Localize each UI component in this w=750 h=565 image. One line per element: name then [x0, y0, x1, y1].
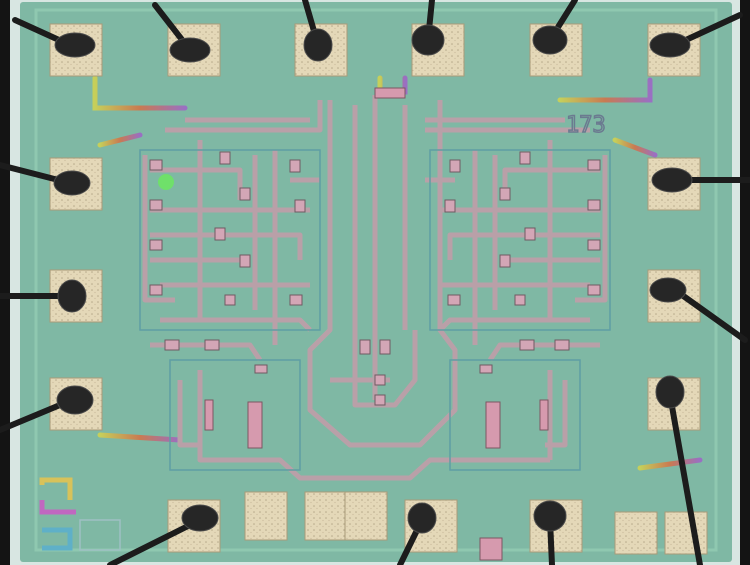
pad-bottom-3 — [304, 491, 348, 541]
pad-bottom-2 — [244, 491, 288, 541]
pad-bottom-4 — [344, 491, 388, 541]
probe-mark — [158, 174, 174, 190]
metal-traces — [142, 95, 608, 481]
ball-bonds — [53, 24, 693, 534]
pad-bottom-7 — [614, 511, 658, 555]
poly-traces — [139, 149, 611, 471]
die-inner-border — [34, 8, 718, 552]
test-structures — [39, 477, 121, 551]
resistors — [204, 87, 549, 561]
pad-bottom-8 — [664, 511, 708, 555]
die-marking: 173 — [566, 113, 606, 138]
rainbow-traces — [92, 75, 703, 493]
transistor-array — [149, 151, 601, 406]
